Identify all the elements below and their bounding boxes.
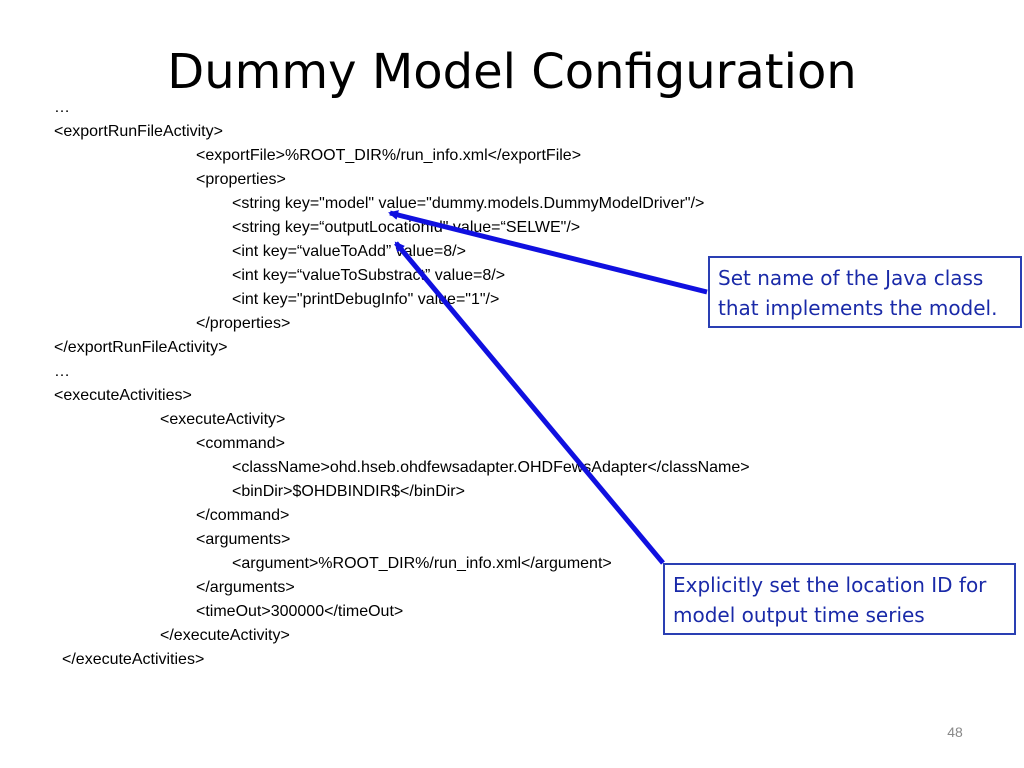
code-line: <binDir>$OHDBINDIR$</binDir> [232, 483, 465, 500]
callout-java-class-line1: Set name of the Java class [718, 266, 984, 290]
code-line: <int key=“valueToSubstract” value=8/> [232, 267, 506, 284]
code-line: <className>ohd.hseb.ohdfewsadapter.OHDFe… [232, 459, 750, 476]
code-line: <argument>%ROOT_DIR%/run_info.xml</argum… [232, 555, 612, 572]
callout-java-class-line2: that implements the model. [718, 296, 998, 320]
callout-location-id-line1: Explicitly set the location ID for [673, 573, 987, 597]
code-line: </command> [196, 507, 290, 524]
code-line: <executeActivities> [54, 387, 192, 404]
slide-title: Dummy Model Configuration [167, 44, 857, 100]
code-line: <command> [196, 435, 285, 452]
code-line: </arguments> [196, 579, 295, 596]
code-line: <string key="model" value="dummy.models.… [232, 195, 705, 212]
code-line: <timeOut>300000</timeOut> [196, 603, 404, 620]
code-line: <string key=“outputLocationId" value=“SE… [232, 219, 581, 236]
page-number: 48 [947, 724, 963, 740]
code-line: <int key=“valueToAdd” value=8/> [232, 243, 466, 260]
code-line: <arguments> [196, 531, 291, 548]
code-line: </properties> [196, 315, 291, 332]
code-line: <exportRunFileActivity> [54, 123, 223, 140]
code-line: … [54, 363, 70, 380]
callout-java-class: Set name of the Java class that implemen… [708, 256, 1022, 328]
callout-location-id: Explicitly set the location ID for model… [663, 563, 1016, 635]
code-line: <executeActivity> [160, 411, 286, 428]
code-line: </executeActivities> [62, 651, 205, 668]
code-line: … [54, 99, 70, 116]
arrow-to-output-location [394, 241, 665, 565]
callout-location-id-line2: model output time series [673, 603, 925, 627]
arrow-to-model-class [388, 210, 708, 295]
code-line: <properties> [196, 171, 286, 188]
code-line: <exportFile>%ROOT_DIR%/run_info.xml</exp… [196, 147, 582, 164]
code-line: </executeActivity> [160, 627, 290, 644]
code-line: </exportRunFileActivity> [54, 339, 228, 356]
